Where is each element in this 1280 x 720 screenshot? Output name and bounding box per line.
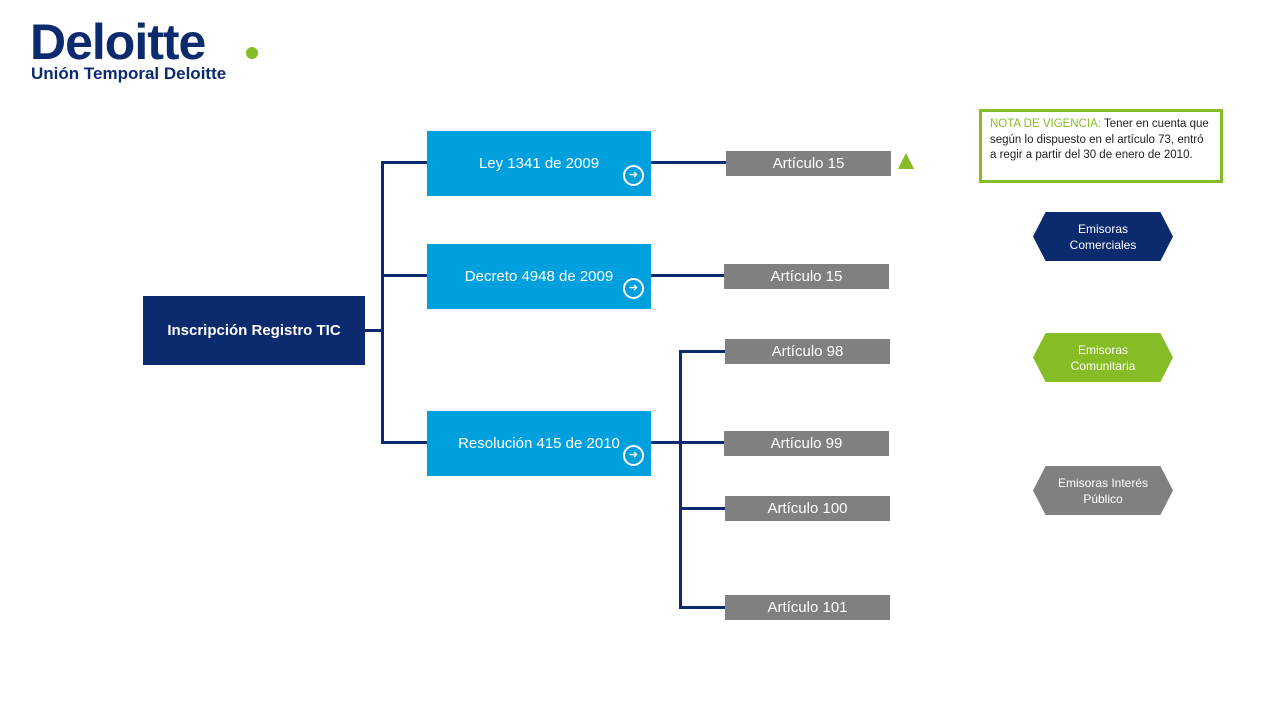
legend-emisoras-comerciales: Emisoras Comerciales [1033, 212, 1173, 261]
connector-ley [381, 161, 427, 164]
article-99[interactable]: Artículo 99 [724, 431, 889, 456]
connector-root [365, 329, 382, 332]
connector-art99 [679, 441, 725, 444]
triangle-marker-icon [898, 153, 914, 169]
article-101[interactable]: Artículo 101 [725, 595, 890, 620]
arrow-circle-icon[interactable]: ➜ [623, 278, 644, 299]
connector-ley-art [651, 161, 726, 164]
article-98[interactable]: Artículo 98 [725, 339, 890, 364]
connector-decreto [381, 274, 427, 277]
brand-dot [246, 47, 258, 59]
connector-decreto-art [651, 274, 724, 277]
note-title: NOTA DE VIGENCIA: [990, 118, 1101, 130]
arrow-circle-icon[interactable]: ➜ [623, 445, 644, 466]
vigencia-note: NOTA DE VIGENCIA: Tener en cuenta que se… [979, 109, 1223, 183]
legend-emisoras-interes-publico: Emisoras Interés Público [1033, 466, 1173, 515]
legend-emisoras-comunitaria: Emisoras Comunitaria [1033, 333, 1173, 382]
article-100[interactable]: Artículo 100 [725, 496, 890, 521]
connector-trunk [381, 161, 384, 444]
arrow-circle-icon[interactable]: ➜ [623, 165, 644, 186]
brand-subtitle: Unión Temporal Deloitte [31, 64, 227, 83]
brand-logo: Deloitte [30, 14, 206, 70]
norm-resolucion-415[interactable]: Resolución 415 de 2010 ➜ [427, 411, 651, 476]
connector-res-trunk [679, 350, 682, 609]
norm-decreto-4948[interactable]: Decreto 4948 de 2009 ➜ [427, 244, 651, 309]
article-ley-15[interactable]: Artículo 15 [726, 151, 891, 176]
root-node: Inscripción Registro TIC [143, 296, 365, 365]
connector-art101 [679, 606, 725, 609]
legend-label: Emisoras Comerciales [1069, 221, 1137, 252]
article-decreto-15[interactable]: Artículo 15 [724, 264, 889, 289]
norm-label: Decreto 4948 de 2009 [464, 268, 614, 285]
connector-resolucion [381, 441, 427, 444]
note-text: Tener en cuenta que según lo dispuesto e… [990, 118, 1209, 161]
connector-art100 [679, 507, 725, 510]
norm-label: Ley 1341 de 2009 [478, 155, 600, 172]
norm-label: Resolución 415 de 2010 [458, 435, 620, 452]
norm-ley-1341[interactable]: Ley 1341 de 2009 ➜ [427, 131, 651, 196]
legend-label: Emisoras Interés Público [1057, 475, 1149, 506]
legend-label: Emisoras Comunitaria [1070, 342, 1136, 373]
connector-art98 [679, 350, 725, 353]
connector-res-out [651, 441, 681, 444]
